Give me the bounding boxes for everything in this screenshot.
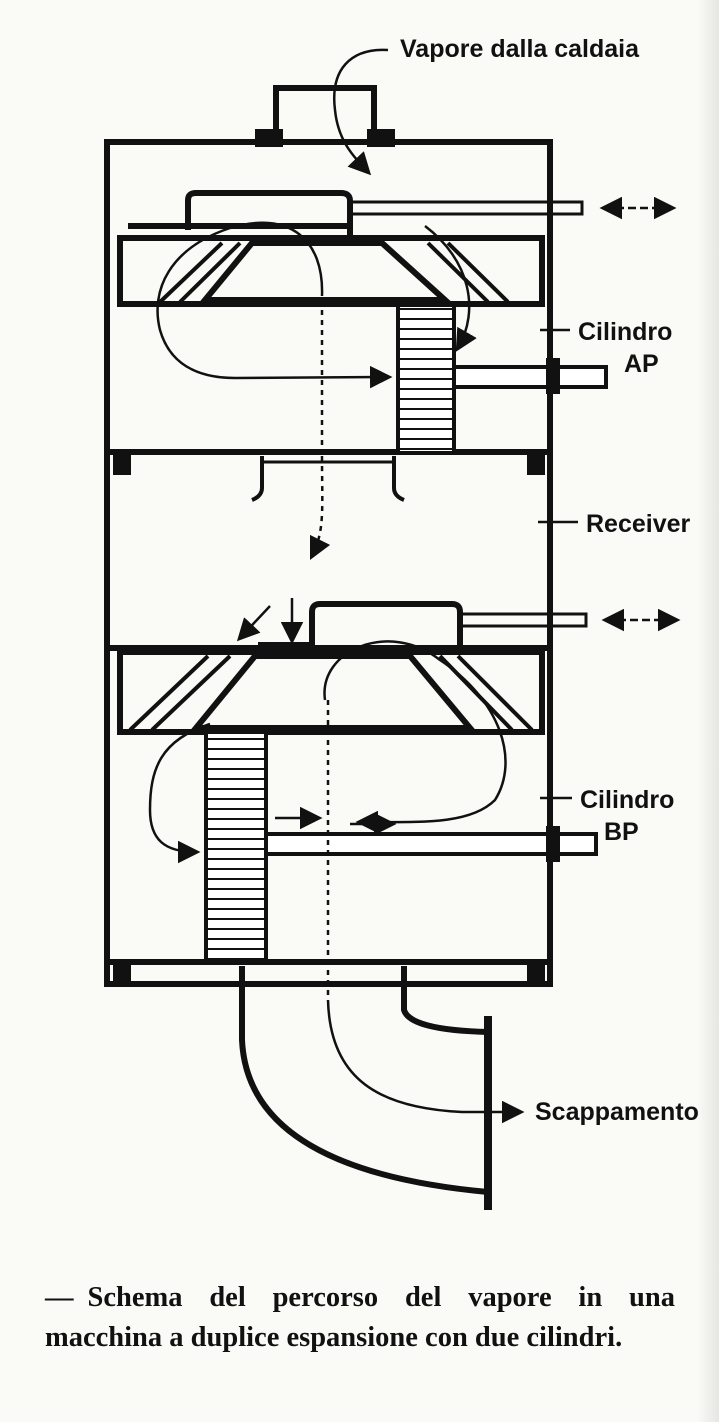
lp-piston	[204, 730, 268, 962]
figure-caption: —Schema del percorso del vapore in una m…	[45, 1278, 675, 1358]
label-steam-in: Vapore dalla caldaia	[400, 35, 640, 63]
label-exhaust: Scappamento	[535, 1098, 699, 1126]
hp-valve-block	[117, 235, 545, 307]
exhaust-pipe	[239, 966, 489, 1195]
lp-piston-rod	[264, 832, 598, 856]
hp-valve-chest	[185, 190, 353, 235]
lp-inlet-arrow-1	[236, 605, 271, 642]
lp-valve-block	[117, 649, 545, 735]
label-lp-cylinder-2: BP	[604, 818, 639, 846]
lp-valve-rod	[458, 612, 588, 628]
hp-valve-rod	[348, 200, 584, 216]
engine-casing	[104, 139, 553, 987]
label-lp-cylinder-1: Cilindro	[580, 786, 674, 814]
lp-flow-right	[323, 640, 507, 834]
lp-flow-left	[148, 722, 211, 864]
exhaust-flow	[326, 999, 525, 1124]
lp-slide-valve	[189, 653, 477, 731]
hp-piston-rod	[452, 365, 608, 389]
hp-piston	[396, 303, 456, 455]
steam-engine-diagram: Vapore dalla caldaia Cilindro AP Receive…	[104, 35, 699, 1210]
caption-text: Schema del percorso del vapore in una ma…	[45, 1282, 675, 1353]
caption-dash: —	[45, 1282, 74, 1313]
label-receiver: Receiver	[586, 510, 691, 538]
receiver-flow	[309, 455, 331, 561]
lp-valve-chest	[258, 601, 463, 648]
steam-inlet-pipe	[273, 85, 377, 140]
hp-flow-left	[156, 221, 393, 389]
hp-flow-right	[424, 225, 477, 352]
inflow-arrow	[333, 48, 389, 176]
label-hp-cylinder-2: AP	[624, 350, 659, 378]
page-edge-shadow	[697, 0, 719, 1422]
label-hp-cylinder-1: Cilindro	[578, 318, 672, 346]
receiver-nozzle	[251, 456, 405, 502]
hp-slide-valve	[198, 240, 453, 303]
